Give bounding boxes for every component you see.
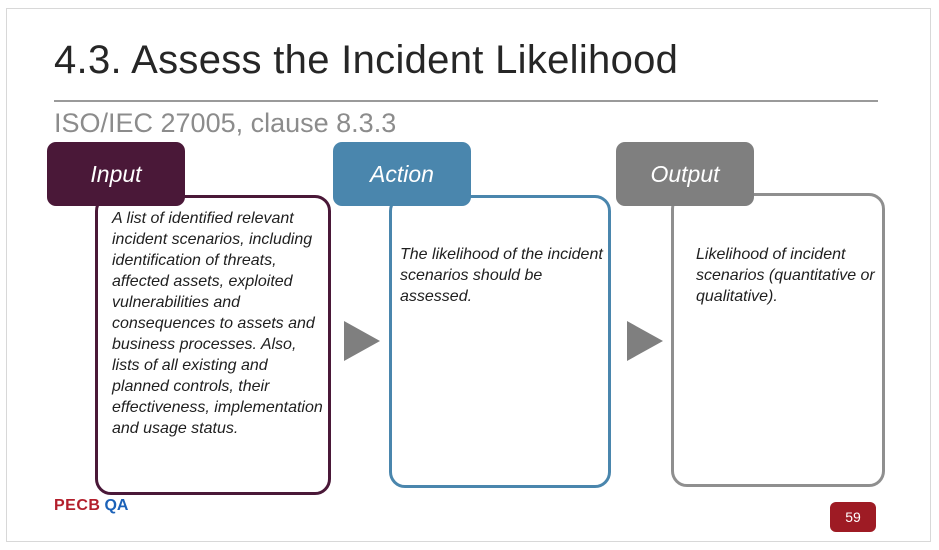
output-text: Likelihood of incident scenarios (quanti… bbox=[696, 246, 875, 305]
output-box: Likelihood of incident scenarios (quanti… bbox=[671, 193, 885, 487]
slide-subtitle: ISO/IEC 27005, clause 8.3.3 bbox=[54, 108, 397, 138]
page-number-badge: 59 bbox=[830, 502, 876, 532]
input-text: A list of identified relevant incident s… bbox=[112, 210, 323, 437]
arrow-right-icon bbox=[627, 321, 663, 361]
input-tab: Input bbox=[47, 142, 185, 206]
input-box: A list of identified relevant incident s… bbox=[95, 195, 331, 495]
arrow-right-icon bbox=[344, 321, 380, 361]
logo-main-text: PECB bbox=[54, 497, 101, 514]
slide-title: 4.3. Assess the Incident Likelihood bbox=[54, 38, 679, 82]
action-tab: Action bbox=[333, 142, 471, 206]
logo-accent-text: QA bbox=[104, 497, 129, 514]
action-box: The likelihood of the incident scenarios… bbox=[389, 195, 611, 488]
title-divider bbox=[54, 100, 878, 102]
slide-frame bbox=[6, 8, 931, 542]
action-text: The likelihood of the incident scenarios… bbox=[400, 246, 603, 305]
output-tab: Output bbox=[616, 142, 754, 206]
